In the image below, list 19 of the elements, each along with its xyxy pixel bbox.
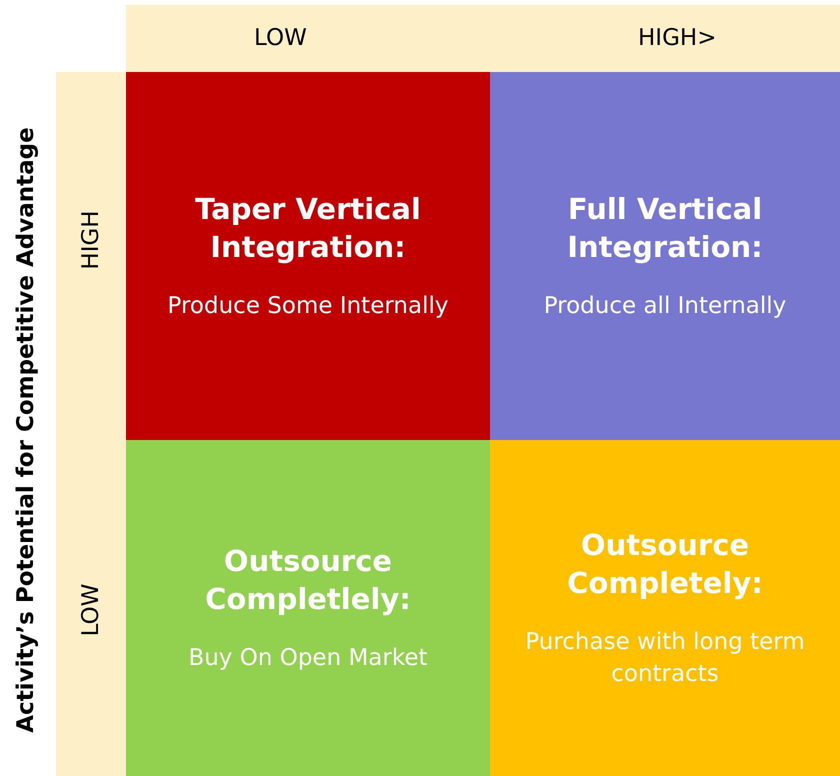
axis-label: LOW [78, 584, 104, 636]
side-band [56, 72, 126, 776]
quadrant-panel [126, 440, 490, 776]
axis-label: HIGH> [638, 25, 716, 51]
quadrant-heading: Full Vertical Integration: [566, 191, 764, 266]
quadrant-panel [126, 72, 490, 440]
quadrant-heading: Outsource Completlely: [204, 543, 412, 618]
quadrant-description: Produce Some Internally [168, 292, 448, 321]
quadrant-panel [490, 440, 840, 776]
quadrant-heading: Taper Vertical Integration: [194, 191, 422, 266]
quadrant-description: Produce all Internally [544, 292, 786, 321]
quadrant-panel [490, 72, 840, 440]
axis-label: LOW [254, 25, 307, 51]
quadrant-heading: Outsource Completely: [566, 527, 764, 602]
quadrant-description: Purchase with long term contracts [524, 628, 806, 689]
axis-title: Activity’s Potential for Competitive Advantage [13, 127, 39, 733]
axis-label: HIGH [78, 210, 104, 270]
quadrant-description: Buy On Open Market [188, 644, 428, 673]
header-band [126, 5, 840, 72]
